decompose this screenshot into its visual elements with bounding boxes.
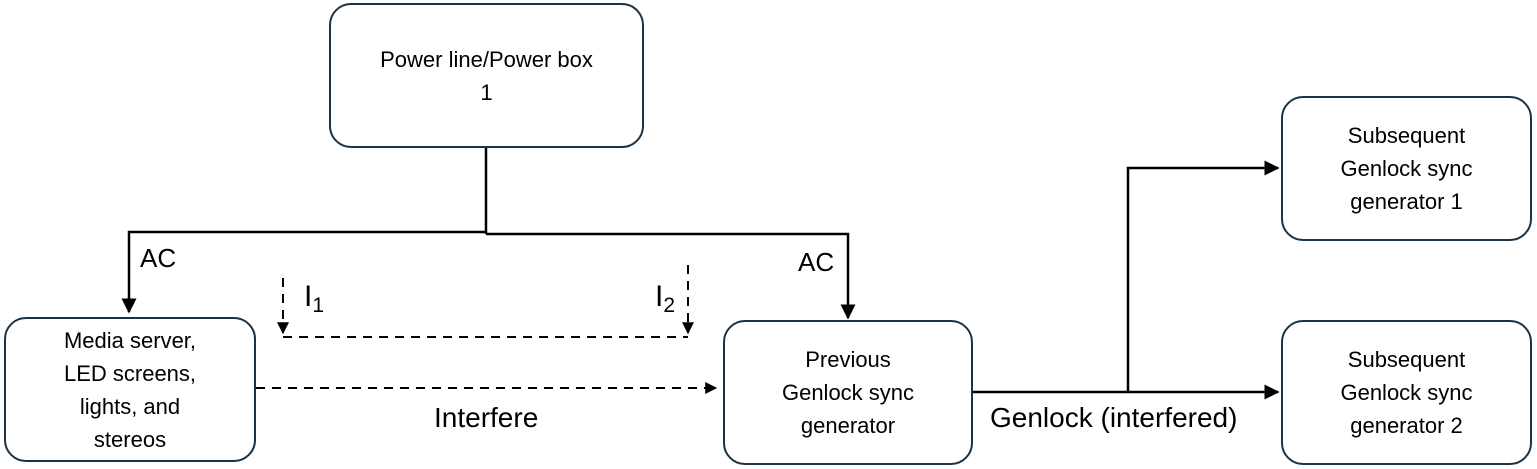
genlock-label: Genlock (interfered) [990,402,1238,433]
subsequent-generator-1-label-line-2: Genlock sync [1340,156,1473,181]
current-2-label: I2 [655,280,675,318]
power-box-label-line-2: 1 [480,79,493,105]
media-server-label-line-2: LED screens, [63,360,197,386]
previous-generator-label-line-2: Genlock sync [781,380,915,405]
previous-generator-label-line-3: generator [800,413,896,438]
media-server-label-line-4: stereos [93,426,167,452]
ac-right-line [486,232,856,320]
interfere-label: Interfere [434,402,539,433]
subsequent-generator-1-label-line-3: generator 1 [1350,189,1463,214]
genlock-line-to-generator-1 [1126,160,1280,392]
subsequent-generator-2-label-line-1: Subsequent [1347,347,1466,372]
media-server-label-line-3: lights, and [79,393,181,419]
media-server-node: Media server, LED screens, lights, and s… [4,317,256,462]
previous-generator-label-line-1: Previous [805,347,891,372]
current-1-subscript: 1 [312,294,325,317]
current-1-label: I1 [304,280,324,318]
media-server-label-line-1: Media server, [63,327,197,353]
subsequent-generator-1-node: Subsequent Genlock sync generator 1 [1281,96,1532,241]
current-2-subscript: 2 [663,294,676,317]
subsequent-generator-2-node: Subsequent Genlock sync generator 2 [1281,320,1532,465]
ac-left-label: AC [140,243,177,273]
subsequent-generator-2-label-line-3: generator 2 [1350,413,1463,438]
current-2-symbol: I [655,280,664,313]
ac-right-label: AC [798,247,835,277]
subsequent-generator-1-label-line-1: Subsequent [1347,123,1466,148]
subsequent-generator-2-label-line-2: Genlock sync [1340,380,1473,405]
current-1-symbol: I [304,280,313,313]
power-box-node: Power line/Power box 1 [329,3,644,148]
power-box-label-line-1: Power line/Power box [380,46,593,72]
previous-generator-node: Previous Genlock sync generator [723,320,973,465]
ac-left-line [121,230,486,314]
